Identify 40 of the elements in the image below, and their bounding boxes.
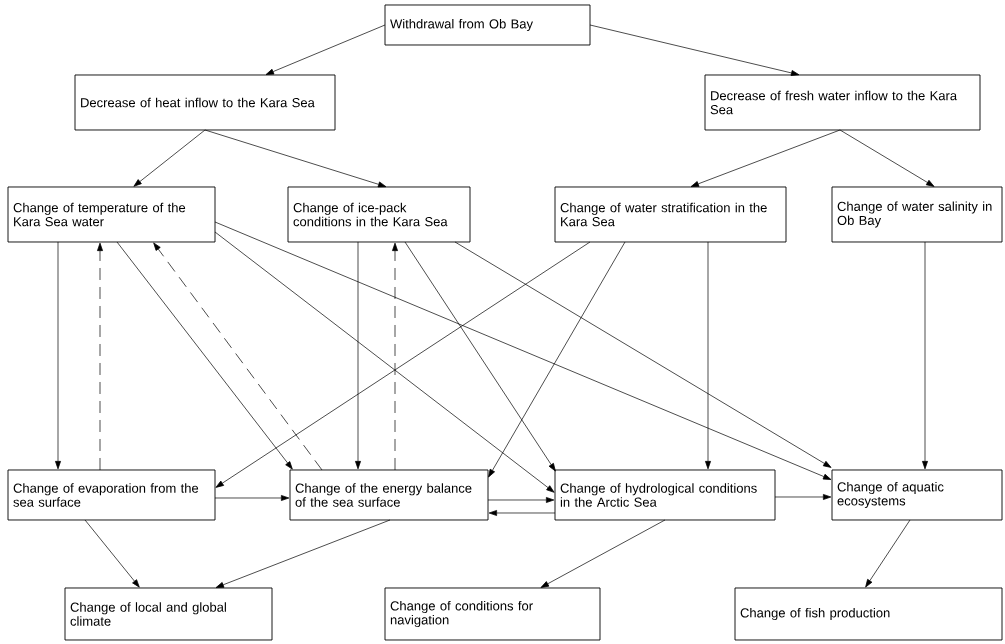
process-box: Change of conditions for navigation xyxy=(384,587,601,641)
process-box: Change of temperature of the Kara Sea water xyxy=(7,186,216,243)
arrow xyxy=(153,242,323,471)
arrow xyxy=(705,241,711,470)
arrow xyxy=(839,129,935,187)
process-box: Change of the energy balance of the sea surface xyxy=(289,469,489,521)
process-box: Change of evaporation from the sea surface xyxy=(7,469,216,521)
process-box: Change of water stratification in the Kara Sea xyxy=(554,186,787,243)
arrow xyxy=(922,241,928,470)
arrow xyxy=(404,241,556,472)
arrow xyxy=(97,242,103,471)
process-box: Change of ice-pack conditions in the Kara Sea xyxy=(287,186,471,243)
arrow xyxy=(84,519,140,588)
arrow xyxy=(690,129,841,187)
arrow xyxy=(392,242,398,471)
arrow xyxy=(215,519,391,588)
process-box: Change of local and global climate xyxy=(64,587,273,641)
arrow xyxy=(488,510,556,516)
arrow xyxy=(865,519,911,588)
arrow xyxy=(204,129,387,188)
arrow xyxy=(55,241,61,470)
arrow xyxy=(487,497,555,503)
process-box: Change of hydrological conditions in the Arctic Sea xyxy=(554,469,776,521)
arrow xyxy=(214,495,290,501)
arrow xyxy=(589,24,800,76)
arrow xyxy=(355,241,361,470)
arrow xyxy=(265,24,386,75)
arrow xyxy=(774,494,832,500)
process-box: Decrease of heat inflow to the Kara Sea xyxy=(74,74,336,131)
process-box: Change of water salinity in Ob Bay xyxy=(831,186,1003,243)
process-box: Change of aquatic ecosystems xyxy=(831,469,1003,521)
arrow xyxy=(540,519,666,588)
arrow xyxy=(116,241,293,470)
process-box: Change of fish production xyxy=(734,587,1003,641)
arrow xyxy=(454,241,832,468)
process-box: Withdrawal from Ob Bay xyxy=(384,4,591,46)
process-box: Decrease of fresh water inflow to the Kara Sea xyxy=(704,74,981,131)
arrow xyxy=(133,129,206,187)
arrow xyxy=(488,241,626,478)
arrow xyxy=(214,221,832,480)
